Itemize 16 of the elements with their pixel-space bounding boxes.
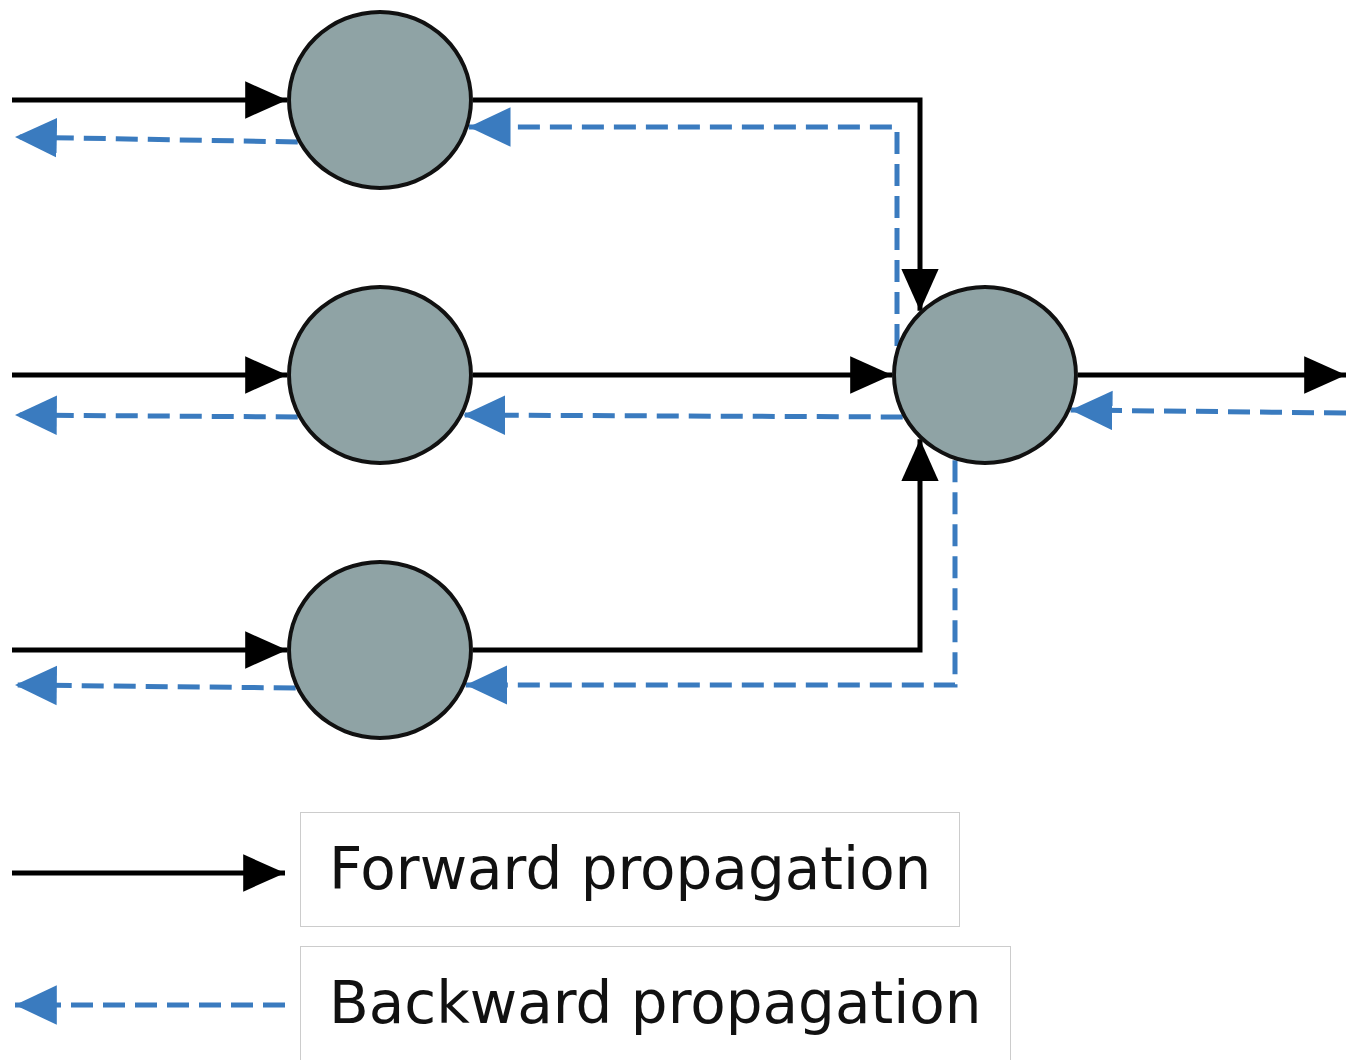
legend-label: Backward propagation <box>300 946 1011 1060</box>
dashed-arrow <box>463 395 903 435</box>
arrow <box>473 439 939 653</box>
dashed-arrow <box>1070 390 1347 431</box>
arrow <box>12 631 287 669</box>
arrow <box>473 97 939 311</box>
arrow <box>12 356 287 394</box>
legend-label: Forward propagation <box>300 812 961 927</box>
arrow <box>473 356 892 394</box>
dashed-arrow <box>465 460 958 705</box>
dashed-arrow <box>15 395 298 436</box>
dashed-arrow <box>468 107 900 346</box>
dashed-arrow <box>14 665 296 706</box>
arrow <box>12 81 287 119</box>
arrow <box>1078 356 1346 394</box>
dashed-arrow <box>14 117 298 158</box>
